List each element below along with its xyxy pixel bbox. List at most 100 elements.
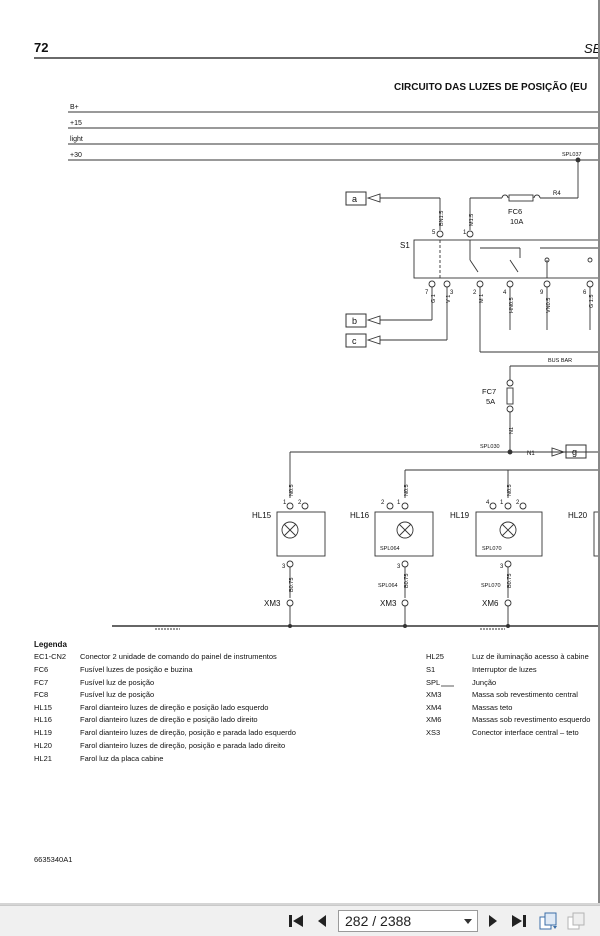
- ref-box-a-label: a: [352, 194, 357, 204]
- legend-code: HL16: [34, 715, 52, 724]
- legend-code: FC7: [34, 678, 48, 687]
- legend-left: EC1-CN2 Conector 2 unidade de comando do…: [34, 652, 296, 763]
- r4-label: R4: [553, 191, 561, 197]
- bus-bar-label: BUS BAR: [548, 358, 572, 364]
- legend-code: SPL: [426, 678, 440, 687]
- ref-box-b-label: b: [352, 316, 357, 326]
- legend-code: HL19: [34, 728, 52, 737]
- legend-desc: Massas teto: [472, 703, 512, 712]
- legend-desc: Fusível luzes de posição e buzina: [80, 665, 193, 674]
- wire-g1: G 1: [431, 294, 437, 303]
- fc7-label: FC7: [482, 387, 496, 396]
- n1-arrow-label: N1: [527, 451, 535, 457]
- fc7-rating: 5A: [486, 397, 495, 406]
- hl15-wire-bottom: B0.75: [289, 578, 295, 592]
- spl030-label: SPL030: [480, 444, 500, 450]
- hl19-spl-in: SPL070: [482, 546, 502, 552]
- next-page-button[interactable]: [482, 910, 504, 932]
- previous-page-icon: [318, 915, 326, 927]
- previous-page-button[interactable]: [311, 910, 333, 932]
- rail-label-30: +30: [70, 152, 82, 159]
- legend-code: S1: [426, 665, 435, 674]
- last-page-button[interactable]: [508, 910, 530, 932]
- s1-label: S1: [400, 241, 410, 250]
- ref-box-c: [345, 333, 367, 348]
- legend-desc: Farol luz da placa cabine: [80, 754, 163, 763]
- pin-9: 9: [540, 290, 544, 296]
- legend-code: HL25: [426, 652, 444, 661]
- legend-code: EC1-CN2: [34, 652, 66, 661]
- pin-6: 6: [583, 290, 587, 296]
- pin-4: 4: [503, 290, 507, 296]
- header-section: SE: [584, 41, 600, 56]
- document-viewer[interactable]: 72 SE CIRCUITO DAS LUZES DE POSIÇÃO (EU …: [0, 0, 600, 905]
- hl15-wire-top: N0.5: [289, 484, 295, 496]
- legend-desc: Massa sob revestimento central: [472, 690, 578, 699]
- power-rails: [68, 111, 600, 161]
- hl16-wire-top: N0.5: [404, 484, 410, 496]
- lamp-label-hl20: HL20: [568, 511, 588, 520]
- legend-code: FC6: [34, 665, 48, 674]
- ref-box-b: [345, 313, 367, 328]
- hl16-spl-in: SPL064: [380, 546, 400, 552]
- view-mode-button[interactable]: [538, 910, 560, 932]
- hl19-pin-1: 1: [500, 500, 504, 506]
- legend-desc: Junção: [472, 678, 496, 687]
- document-page: 72 SE CIRCUITO DAS LUZES DE POSIÇÃO (EU …: [34, 40, 600, 864]
- pin-7: 7: [425, 290, 429, 296]
- first-page-icon: [289, 915, 303, 927]
- pin-1: 1: [463, 230, 467, 236]
- first-page-button[interactable]: [285, 910, 307, 932]
- legend-desc: Interruptor de luzes: [472, 665, 537, 674]
- wire-m15: M1.5: [469, 214, 475, 226]
- rail-label-15: +15: [70, 120, 82, 127]
- hl16-pin-1: 1: [397, 500, 401, 506]
- fc6-rating: 10A: [510, 217, 523, 226]
- legend-desc: Fusível luz de posição: [80, 690, 154, 699]
- page-number-select[interactable]: 282 / 2388: [338, 910, 478, 932]
- legend-code: HL20: [34, 741, 52, 750]
- legend-code: XS3: [426, 728, 440, 737]
- legend-desc: Farol dianteiro luzes de direção e posiç…: [80, 715, 258, 724]
- lamp-label-hl15: HL15: [252, 511, 272, 520]
- spl037-label: SPL037: [562, 152, 582, 158]
- wire-v1: V 1: [446, 295, 452, 303]
- wire-n1: N1: [509, 427, 515, 434]
- pin-5: 5: [432, 230, 436, 236]
- hl19-wire-top: N0.5: [507, 484, 513, 496]
- ref-box-a: [345, 191, 367, 206]
- legend-code: HL15: [34, 703, 52, 712]
- hl16-pin-3: 3: [397, 564, 401, 570]
- legend-code: XM3: [426, 690, 441, 699]
- ground-hl19: XM6: [482, 599, 499, 608]
- legend-code: XM6: [426, 715, 441, 724]
- view-mode-secondary-button[interactable]: [566, 910, 588, 932]
- ground-hl16: XM3: [380, 599, 397, 608]
- view-mode-icon: [539, 912, 557, 930]
- viewer-separator: [0, 903, 600, 905]
- legend-desc: Conector interface central – teto: [472, 728, 579, 737]
- page-edge: [598, 0, 600, 905]
- hl16-pin-2: 2: [381, 500, 385, 506]
- hl15-pin-1: 1: [283, 500, 287, 506]
- hl15-pin-3: 3: [282, 564, 286, 570]
- pin-3: 3: [450, 290, 454, 296]
- legend-desc: Massas sob revestimento esquerdo: [472, 715, 590, 724]
- rail-label-b: B+: [70, 104, 79, 111]
- ref-box-g-label: g: [572, 447, 577, 457]
- legend-desc: Luz de iluminação acesso à cabine: [472, 652, 589, 661]
- diagram-title: CIRCUITO DAS LUZES DE POSIÇÃO (EU: [394, 80, 587, 93]
- lamp-label-hl16: HL16: [350, 511, 370, 520]
- pin-2: 2: [473, 290, 477, 296]
- view-mode-disabled-icon: [567, 912, 585, 930]
- rail-label-light: light: [70, 136, 83, 143]
- legend-desc: Farol dianteiro luzes de direção, posiçã…: [80, 728, 296, 737]
- wire-vn05: VN0.5: [546, 298, 552, 313]
- legend-code: HL21: [34, 754, 52, 763]
- chevron-down-icon: [464, 919, 472, 924]
- lamp-label-hl19: HL19: [450, 511, 470, 520]
- page-number: 72: [34, 40, 48, 55]
- document-code: 6635340A1: [34, 855, 72, 864]
- hl19-spl-out: SPL070: [481, 583, 501, 589]
- page-navigation-toolbar: 282 / 2388: [0, 905, 600, 936]
